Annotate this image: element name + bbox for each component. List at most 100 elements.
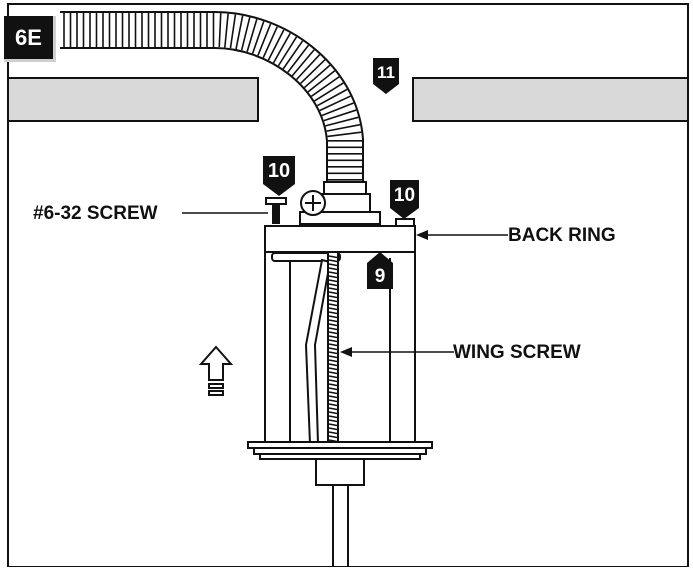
- thread-tick: [328, 275, 338, 279]
- callout-number-11: 11: [377, 62, 395, 82]
- thread-tick: [328, 355, 338, 359]
- thread-tick: [328, 435, 338, 439]
- conduit-rib: [323, 109, 357, 122]
- conduit-rib: [251, 21, 265, 54]
- step-badge: 6E: [4, 16, 56, 62]
- thread-tick: [328, 367, 338, 371]
- thread-tick: [328, 303, 338, 307]
- thread-tick: [328, 315, 338, 319]
- thread-tick: [328, 287, 338, 291]
- thread-tick: [328, 319, 338, 323]
- conduit-rib: [291, 49, 315, 77]
- thread-tick: [328, 255, 338, 259]
- conduit-rib: [272, 32, 291, 64]
- conduit-rib: [300, 59, 326, 85]
- conduit-rib: [319, 95, 351, 112]
- back-ring-label: BACK RING: [508, 225, 616, 246]
- up-arrow-icon: [198, 345, 234, 396]
- thread-tick: [328, 323, 338, 327]
- thread-tick: [328, 379, 338, 383]
- callout-marker-10-left: [263, 156, 295, 196]
- conduit-rib: [282, 40, 304, 70]
- thread-tick: [328, 427, 338, 431]
- conduit-rib: [224, 13, 229, 48]
- thread-tick: [328, 351, 338, 355]
- thread-tick: [328, 383, 338, 387]
- conduit-rib: [316, 88, 348, 107]
- thread-tick: [328, 339, 338, 343]
- thread-tick: [328, 307, 338, 311]
- conduit-rib: [327, 131, 362, 138]
- thread-tick: [328, 375, 338, 379]
- conduit-rib: [229, 14, 237, 49]
- trim-flange: [247, 441, 433, 460]
- conduit-rib: [218, 13, 222, 48]
- thread-tick: [328, 291, 338, 295]
- flexible-conduit-icon: [60, 11, 364, 188]
- callout-number-9: 9: [374, 265, 386, 287]
- wing-screw-label: WING SCREW: [453, 342, 581, 363]
- conduit-rib: [240, 17, 251, 51]
- thread-tick: [328, 259, 338, 263]
- conduit-rib: [325, 116, 359, 127]
- conduit-rib: [235, 15, 244, 50]
- back-ring: [264, 225, 416, 253]
- thread-tick: [328, 407, 338, 411]
- thread-tick: [328, 267, 338, 271]
- conduit-rib: [262, 26, 278, 59]
- thread-tick: [328, 419, 338, 423]
- thread-tick: [328, 279, 338, 283]
- thread-tick: [328, 423, 338, 427]
- conduit-rib: [246, 18, 258, 52]
- thread-tick: [328, 263, 338, 267]
- lamp-neck: [315, 458, 365, 486]
- conduit-rib: [257, 23, 272, 56]
- callout-marker-10-right: [390, 180, 419, 219]
- thread-tick: [328, 299, 338, 303]
- conduit-rib: [321, 102, 354, 117]
- thread-tick: [328, 359, 338, 363]
- thread-tick: [328, 399, 338, 403]
- conduit-rib: [307, 70, 336, 93]
- thread-tick: [328, 363, 338, 367]
- thread-tick: [328, 335, 338, 339]
- thread-tick: [328, 331, 338, 335]
- conduit-rib: [287, 44, 310, 73]
- mounting-screw-left: [265, 197, 287, 224]
- thread-tick: [328, 295, 338, 299]
- conduit-rib: [277, 36, 298, 67]
- callout-number-10-right: 10: [393, 184, 416, 206]
- callout-marker-9: [367, 252, 393, 289]
- thread-tick: [328, 415, 338, 419]
- thread-tick: [328, 371, 338, 375]
- ceiling-panel-right: [412, 77, 689, 122]
- thread-tick: [328, 271, 338, 275]
- thread-tick: [328, 431, 338, 435]
- callout-marker-11: [373, 58, 399, 94]
- conduit-rib: [303, 64, 331, 89]
- thread-tick: [328, 343, 338, 347]
- thread-tick: [328, 403, 338, 407]
- thread-tick: [328, 311, 338, 315]
- thread-tick: [328, 283, 338, 287]
- conduit-rib: [326, 123, 361, 132]
- housing: [264, 251, 416, 445]
- back-ring-arrowhead: [416, 230, 428, 240]
- conduit-rib: [295, 54, 321, 81]
- thread-tick: [328, 411, 338, 415]
- conduit-connector: [299, 181, 381, 225]
- ceiling-panel-left: [7, 77, 259, 122]
- wing-screw-arrowhead: [340, 347, 352, 357]
- callout-number-10-left: 10: [267, 160, 291, 182]
- conduit-rib: [314, 82, 344, 102]
- thread-tick: [328, 327, 338, 331]
- lamp-stem: [332, 485, 349, 567]
- conduit-rib: [310, 76, 340, 97]
- thread-tick: [328, 347, 338, 351]
- thread-tick: [328, 391, 338, 395]
- thread-tick: [328, 395, 338, 399]
- conduit-rib: [267, 29, 285, 61]
- screw-label: #6-32 SCREW: [33, 203, 158, 224]
